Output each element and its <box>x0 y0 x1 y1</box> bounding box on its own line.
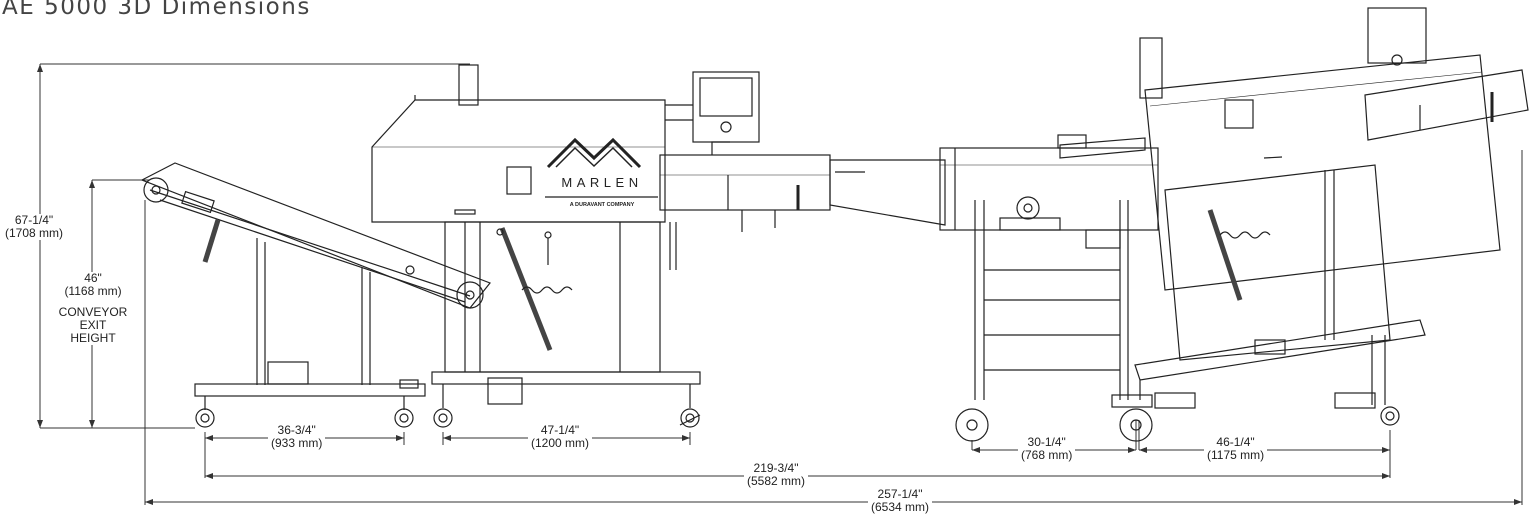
overall-height-label: 67-1/4" (1708 mm) <box>2 214 67 240</box>
transfer-chute <box>829 159 946 226</box>
main-wheelbase-label: 47-1/4" (1200 mm) <box>528 424 593 450</box>
overall-length-label: 257-1/4" (6534 mm) <box>868 488 933 514</box>
incline-conveyor <box>140 162 491 428</box>
page-title: AE 5000 3D Dimensions <box>2 0 311 20</box>
loader-wheelbase-label: 36-3/4" (933 mm) <box>268 424 326 450</box>
wheel-span-label: 219-3/4" (5582 mm) <box>744 462 809 488</box>
table-wheelbase-label: 30-1/4" (768 mm) <box>1018 436 1076 462</box>
dimension-lines <box>39 63 1523 505</box>
fryer-unit <box>1059 7 1529 426</box>
dimension-arrows <box>37 64 1522 505</box>
brand-wordmark: MARLEN <box>561 175 642 190</box>
conveyor-exit-height-label: 46" (1168 mm) CONVEYOR EXIT HEIGHT <box>52 272 134 345</box>
roller-table <box>939 134 1159 442</box>
brand-tagline: A DURAVANT COMPANY <box>570 202 635 208</box>
fryer-wheelbase-label: 46-1/4" (1175 mm) <box>1204 436 1268 462</box>
main-breader-unit <box>371 64 831 428</box>
